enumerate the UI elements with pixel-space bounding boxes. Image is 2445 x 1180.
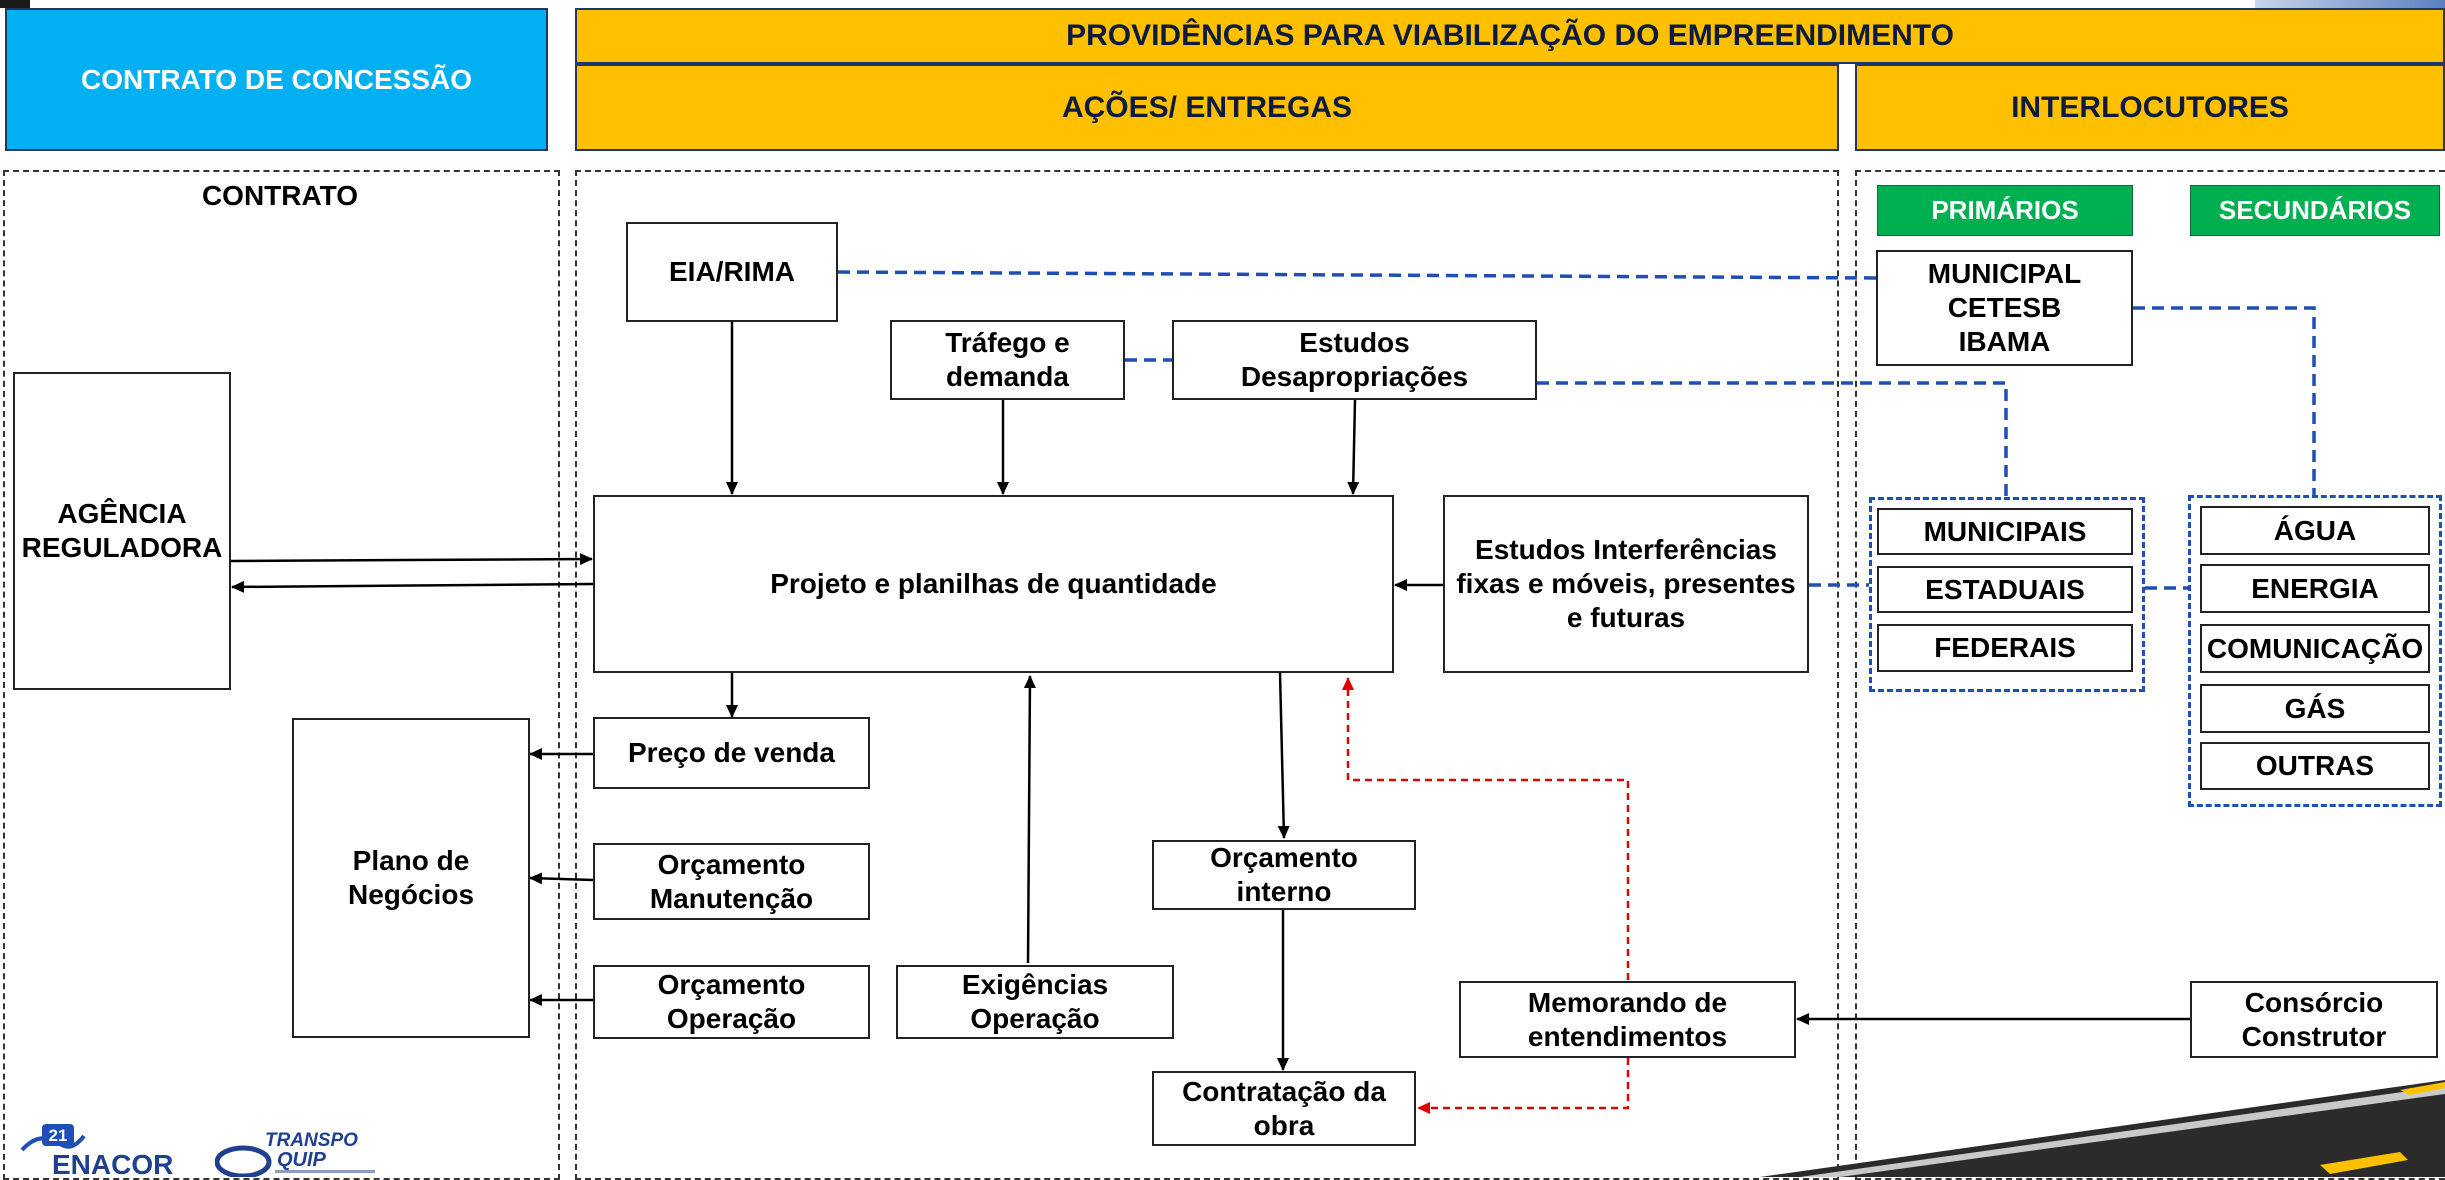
node-estudos-desapropriacoes: Estudos Desapropriações	[1172, 320, 1537, 400]
node-exigencias-operacao: Exigências Operação	[896, 965, 1174, 1039]
item-secundario: COMUNICAÇÃO	[2200, 624, 2430, 673]
node-projeto-planilhas: Projeto e planilhas de quantidade	[593, 495, 1394, 673]
road-decoration	[1760, 1080, 2445, 1177]
item-primario: ESTADUAIS	[1877, 566, 2133, 613]
svg-text:QUIP: QUIP	[277, 1149, 327, 1171]
link-memorando-projeto	[1342, 677, 1630, 980]
header-primarios: PRIMÁRIOS	[1877, 185, 2133, 236]
arrow-manutencao-plano	[529, 872, 594, 885]
link-eia-orgaos	[837, 270, 1877, 280]
node-orcamento-operacao: Orçamento Operação	[593, 965, 870, 1039]
svg-text:TRANSPO: TRANSPO	[265, 1130, 358, 1151]
header-acoes-entregas: AÇÕES/ ENTREGAS	[575, 64, 1839, 151]
node-preco-venda: Preço de venda	[593, 717, 870, 789]
node-memorando-entendimentos: Memorando de entendimentos	[1459, 981, 1796, 1058]
node-contratacao-obra: Contratação da obra	[1152, 1071, 1416, 1146]
corner-decoration-right	[2255, 0, 2445, 10]
node-orcamento-interno: Orçamento interno	[1152, 840, 1416, 910]
arrow-desapropriacoes-projeto	[1347, 399, 1360, 495]
item-secundario: GÁS	[2200, 684, 2430, 733]
contrato-title: CONTRATO	[201, 180, 359, 211]
arrow-agencia-projeto	[229, 553, 593, 566]
header-interlocutores: INTERLOCUTORES	[1855, 64, 2445, 151]
header-secundarios: SECUNDÁRIOS	[2190, 185, 2440, 236]
arrow-projeto-orcinterno	[1277, 672, 1290, 839]
link-desapropriacoes-primarios	[1537, 381, 2008, 497]
node-orgaos-ambientais: MUNICIPAL CETESB IBAMA	[1876, 250, 2133, 366]
item-secundario: ENERGIA	[2200, 564, 2430, 613]
node-orcamento-manutencao: Orçamento Manutenção	[593, 843, 870, 920]
transpoquip-logo: TRANSPO QUIP	[215, 1130, 375, 1177]
svg-text:ENACOR: ENACOR	[52, 1149, 173, 1177]
node-consorcio-construtor: Consórcio Construtor	[2190, 981, 2438, 1058]
node-plano-negocios: Plano de Negócios	[292, 718, 530, 1038]
enacor-logo: 21 ENACOR	[20, 1124, 173, 1177]
item-primario: FEDERAIS	[1877, 624, 2133, 672]
link-memorando-contratacao	[1417, 1058, 1630, 1114]
item-primario: MUNICIPAIS	[1877, 508, 2133, 555]
arrow-projeto-agencia	[231, 580, 594, 593]
group-secundarios	[2188, 495, 2442, 807]
group-primarios	[1869, 497, 2145, 692]
item-secundario: ÁGUA	[2200, 506, 2430, 555]
node-agencia-reguladora: AGÊNCIA REGULADORA	[13, 372, 231, 690]
link-orgaos-secundarios	[2133, 306, 2316, 495]
header-contrato-concessao: CONTRATO DE CONCESSÃO	[5, 8, 548, 151]
corner-decoration	[0, 0, 30, 8]
header-providencias: PROVIDÊNCIAS PARA VIABILIZAÇÃO DO EMPREE…	[575, 8, 2445, 64]
node-estudos-interferencias: Estudos Interferências fixas e móveis, p…	[1443, 495, 1809, 673]
node-trafego-demanda: Tráfego e demanda	[890, 320, 1125, 400]
node-eia-rima: EIA/RIMA	[626, 222, 838, 322]
svg-text:21: 21	[49, 1126, 68, 1145]
item-secundario: OUTRAS	[2200, 742, 2430, 790]
arrow-exigencias-projeto	[1023, 675, 1036, 964]
